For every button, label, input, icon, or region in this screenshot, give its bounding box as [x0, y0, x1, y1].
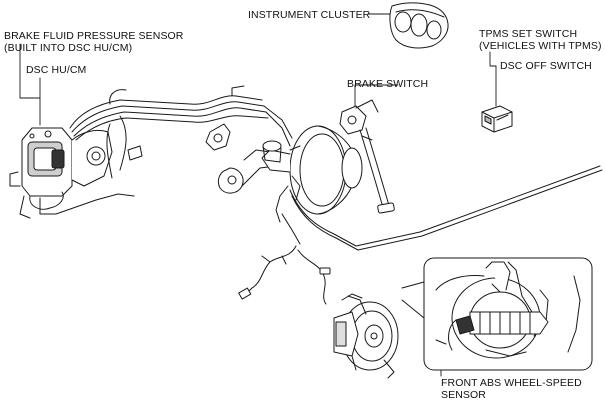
tpms-set-switch-label: TPMS SET SWITCH (VEHICLES WITH TPMS) [479, 28, 602, 52]
sensor-harness [238, 245, 331, 305]
brake-line-right [275, 165, 603, 251]
brake-fluid-pressure-sensor-line-2: (BUILT INTO DSC HU/CM) [4, 42, 133, 54]
front-abs-wheel-speed-sensor-line-1: FRONT ABS WHEEL-SPEED [441, 377, 582, 389]
brake-switch-label: BRAKE SWITCH [347, 78, 429, 90]
dsc-off-switch-label: DSC OFF SWITCH [500, 60, 592, 72]
brake-pedal-part [339, 99, 395, 214]
tpms-set-switch-line-2: (VEHICLES WITH TPMS) [479, 40, 602, 52]
brake-booster-part [261, 125, 363, 215]
dsc-hu-cm-label: DSC HU/CM [26, 64, 87, 76]
front-abs-wheel-speed-sensor-line-2: SENSOR [441, 389, 486, 401]
tpms-set-switch-line-1: TPMS SET SWITCH [479, 28, 578, 40]
detail-inset [401, 257, 593, 371]
instrument-cluster-part [389, 2, 449, 49]
dsc-hu-cm-part [9, 127, 113, 219]
brake-fluid-pressure-sensor-label: BRAKE FLUID PRESSURE SENSOR (BUILT INTO … [4, 30, 184, 54]
brake-pipes-upper [39, 85, 293, 215]
brake-fluid-pressure-sensor-line-1: BRAKE FLUID PRESSURE SENSOR [4, 30, 184, 42]
left-bracket-parts [127, 123, 277, 194]
instrument-cluster-label: INSTRUMENT CLUSTER [248, 9, 371, 21]
front-brake-disc-part [333, 293, 399, 379]
front-abs-wheel-speed-sensor-label: FRONT ABS WHEEL-SPEED SENSOR [441, 377, 582, 401]
dsc-off-switch-part [481, 105, 513, 133]
